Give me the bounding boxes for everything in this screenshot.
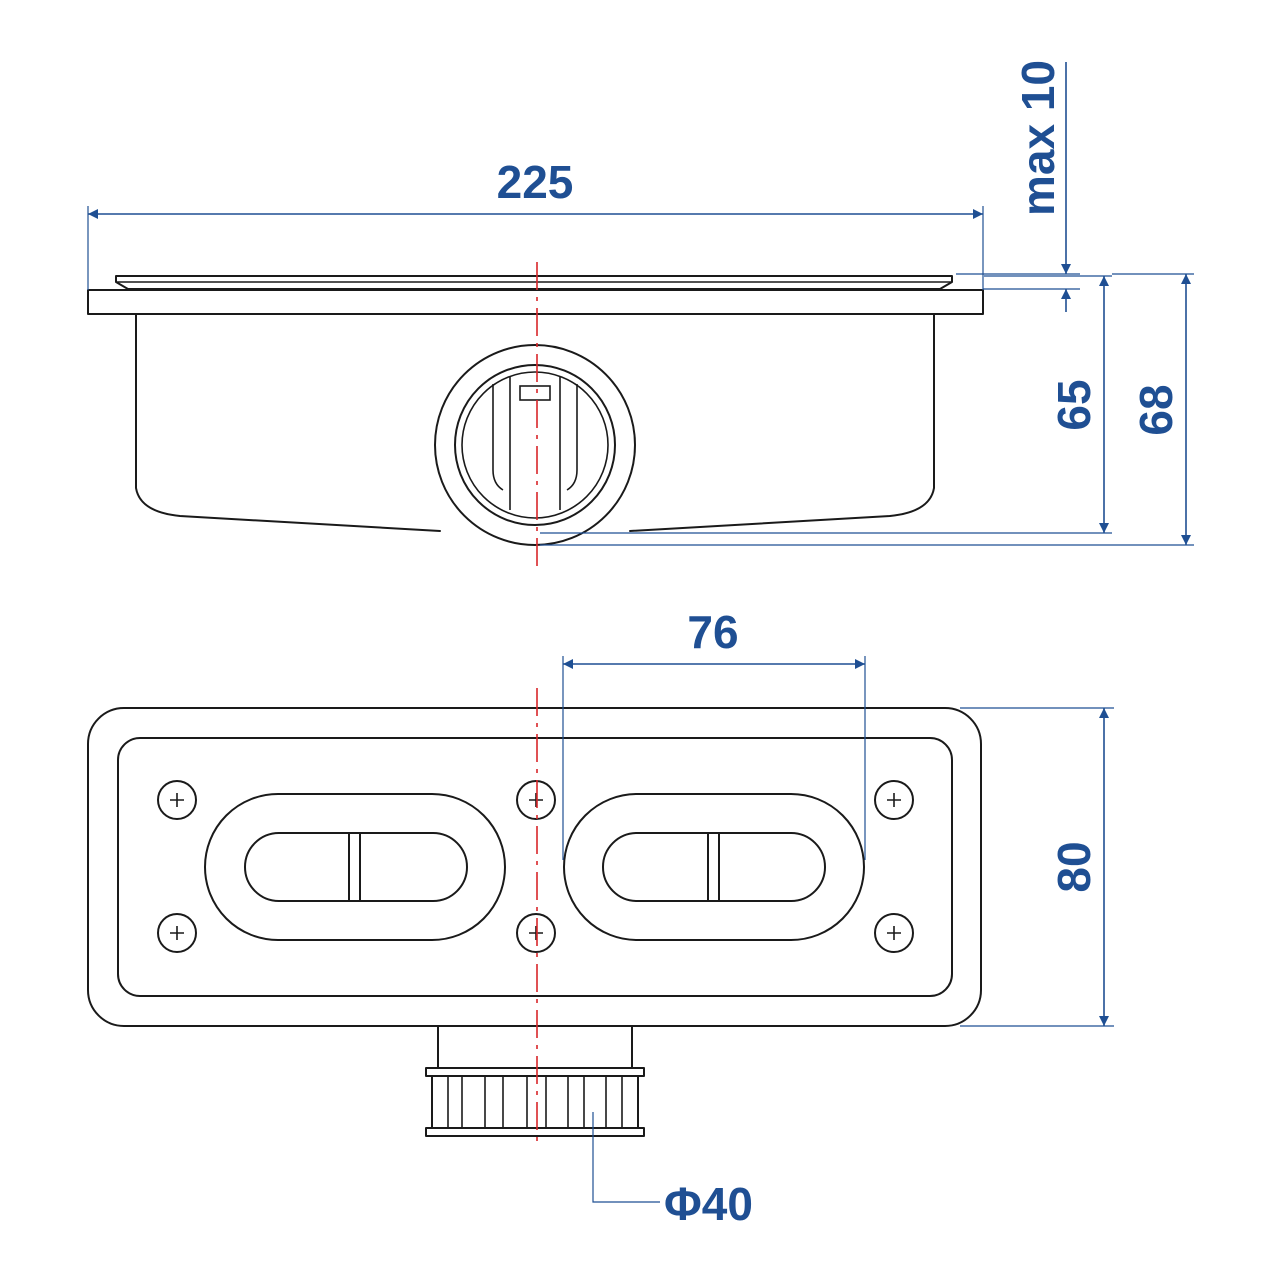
dim-overall-width: 225 [87,156,984,290]
total-height-label: 68 [1130,384,1182,435]
screw-top-left [157,780,197,820]
slot-right [563,793,865,941]
dim-body-height: 65 [540,275,1112,534]
dim-total-height: 68 [540,273,1194,546]
top-flange-inner [117,737,953,997]
side-outlet [434,344,636,546]
outlet-spigot [425,1025,645,1137]
overall-width-label: 225 [497,156,574,208]
max-insert-label: max 10 [1012,60,1064,216]
top-view [87,688,982,1142]
body-height-label: 65 [1048,379,1100,430]
dim-max-insert: max 10 [956,60,1080,312]
drain-body [135,313,935,532]
dim-outlet-spacing: 76 [562,606,866,860]
outlet-diameter-label: Φ40 [664,1178,753,1230]
side-view [87,262,984,572]
outlet-spacing-label: 76 [687,606,738,658]
screw-top-center [516,780,556,820]
dim-outlet-diameter: Φ40 [592,1112,753,1230]
screw-top-right [874,780,914,820]
screw-bottom-right [874,913,914,953]
flange-depth-label: 80 [1048,841,1100,892]
screw-bottom-center [516,913,556,953]
top-flange-outer [87,707,982,1027]
slot-left [204,793,506,941]
dim-flange-depth: 80 [960,707,1114,1027]
screw-bottom-left [157,913,197,953]
flange [87,289,984,315]
